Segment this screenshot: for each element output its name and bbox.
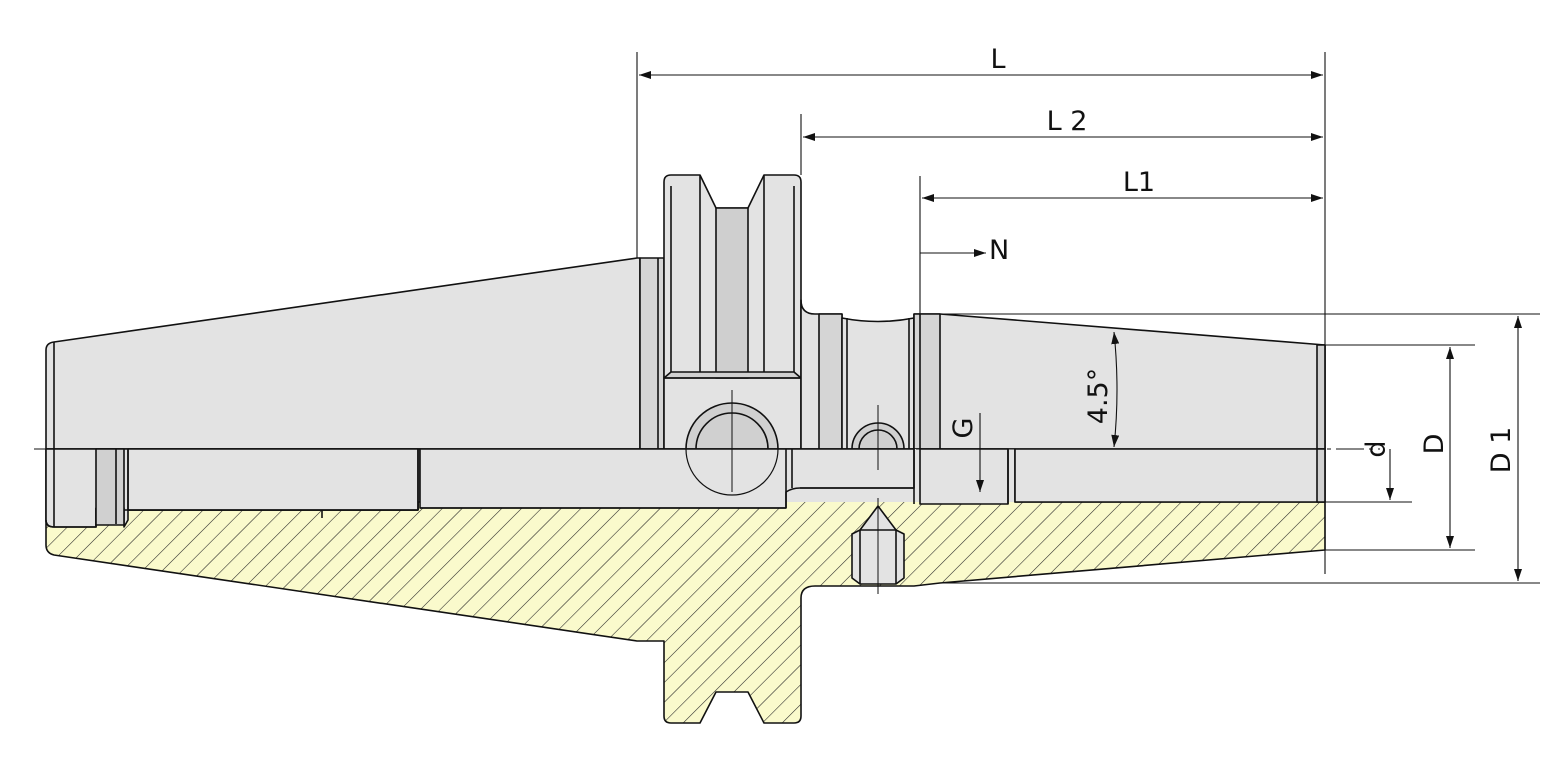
taper-shank bbox=[45, 257, 641, 450]
label-l1: L1 bbox=[1123, 167, 1155, 198]
label-l2: L 2 bbox=[1047, 106, 1088, 137]
label-d1: D 1 bbox=[1486, 427, 1517, 474]
label-d-small: d bbox=[1361, 440, 1392, 457]
dim-angle bbox=[1111, 331, 1120, 448]
label-angle: 4.5° bbox=[1083, 368, 1114, 424]
dimensions bbox=[636, 52, 1540, 584]
thread-g bbox=[919, 448, 1009, 505]
label-l: L bbox=[990, 44, 1005, 75]
dimension-labels: L L 2 L1 N G 4.5° d D D 1 bbox=[948, 44, 1517, 473]
center-lines bbox=[34, 390, 1380, 594]
flange-ring bbox=[639, 257, 665, 450]
section-body bbox=[45, 448, 1326, 724]
label-d: D bbox=[1419, 434, 1450, 455]
upper-view bbox=[45, 174, 1326, 450]
v-groove-bottom bbox=[715, 207, 749, 379]
label-n: N bbox=[989, 235, 1009, 266]
label-g: G bbox=[948, 418, 979, 439]
lower-section bbox=[45, 448, 1326, 724]
